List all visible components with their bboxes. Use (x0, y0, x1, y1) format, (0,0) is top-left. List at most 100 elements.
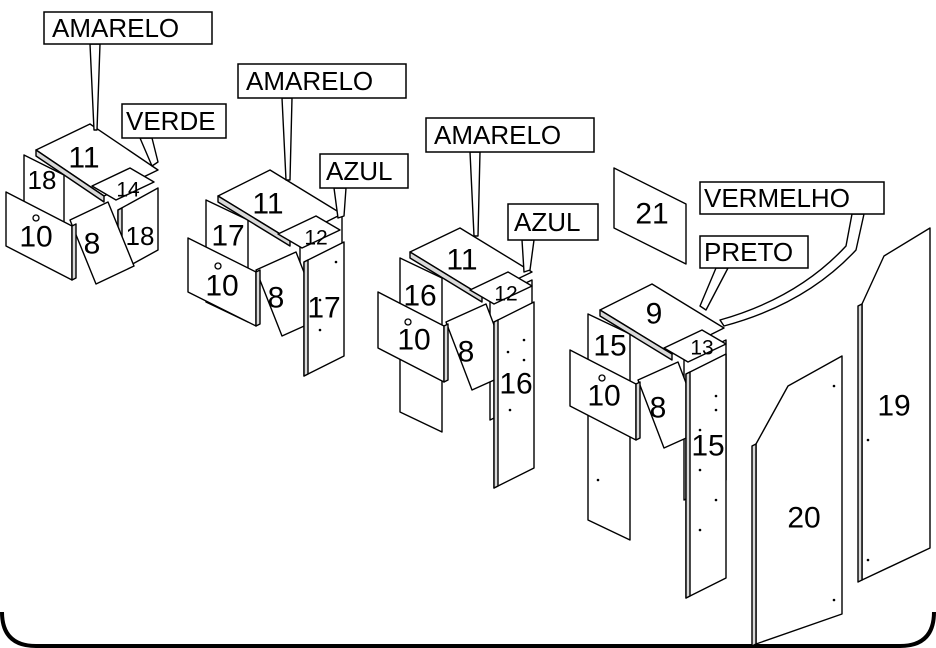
part-number-11: 11 (68, 142, 99, 175)
side-edge (685, 371, 691, 599)
door-knob-hole (598, 374, 606, 382)
part-number-16a: 16 (403, 280, 436, 313)
part-number-18a: 18 (28, 165, 57, 195)
screw-hole (714, 394, 718, 398)
part-number-8: 8 (268, 282, 285, 315)
part-number-10: 10 (205, 270, 238, 303)
part-number-8: 8 (84, 228, 101, 261)
leader-amarelo-3 (469, 151, 481, 237)
label-vermelho: VERMELHO (699, 181, 885, 215)
screw-hole (866, 438, 870, 442)
shelf-panel-12 (469, 271, 533, 305)
part-number-10: 10 (587, 380, 620, 413)
label-azul-2: AZUL (319, 153, 409, 189)
part-number-21: 21 (635, 198, 668, 231)
top-edge (35, 149, 105, 203)
part-number-15a: 15 (593, 330, 626, 363)
screw-hole (698, 528, 702, 532)
svg-text:AZUL: AZUL (514, 207, 580, 237)
panel-20-edge (751, 443, 757, 647)
side-edge (303, 259, 309, 377)
screw-hole (596, 478, 600, 482)
screw-hole (508, 408, 512, 412)
label-amarelo-1: AMARELO (43, 11, 213, 45)
part-number-20: 20 (787, 502, 820, 535)
door-knob-hole (214, 262, 222, 270)
part-number-14: 14 (116, 179, 140, 202)
label-verde: VERDE (121, 103, 227, 139)
screw-hole (318, 328, 322, 332)
svg-text:VERDE: VERDE (126, 106, 216, 136)
part-number-17b: 17 (307, 292, 340, 325)
panel-19: 19 (857, 227, 931, 583)
shelf-panel-14 (91, 167, 155, 201)
svg-text:AMARELO: AMARELO (52, 13, 179, 43)
screw-hole (714, 408, 718, 412)
screw-hole (832, 598, 836, 602)
side-panel-15-right (685, 353, 727, 599)
part-number-11: 11 (252, 188, 283, 221)
top-edge (217, 195, 291, 247)
leader-amarelo-1 (89, 43, 101, 131)
part-number-19: 19 (877, 390, 910, 423)
panel-21: 21 (613, 167, 687, 265)
side-panel-20 (755, 355, 843, 645)
bottom-panel-8 (69, 201, 135, 285)
leader-amarelo-2 (281, 97, 293, 181)
door-knob-hole (404, 318, 412, 326)
screw-hole (318, 298, 322, 302)
diagram-frame (0, 611, 936, 648)
screw-hole (334, 260, 338, 264)
top-edge (599, 309, 673, 361)
screw-hole (506, 350, 510, 354)
leader-vermelho (719, 213, 865, 327)
part-number-16b: 16 (499, 368, 532, 401)
svg-text:AMARELO: AMARELO (434, 120, 561, 150)
door-edge (443, 323, 449, 383)
leader-preto (699, 267, 729, 311)
shelf-panel-12 (277, 215, 341, 249)
leader-azul-3 (521, 239, 535, 273)
door-edge (71, 223, 77, 281)
part-number-11: 11 (446, 244, 477, 277)
module-1: 11 14 18 18 10 8 (5, 123, 159, 285)
part-number-13: 13 (690, 337, 713, 360)
screw-hole (866, 558, 870, 562)
part-number-12: 12 (304, 227, 327, 250)
screw-hole (714, 498, 718, 502)
back-panel-21 (613, 167, 687, 265)
panel-20: 20 (751, 355, 843, 647)
part-number-10: 10 (19, 221, 52, 254)
part-number-10: 10 (397, 324, 430, 357)
svg-text:VERMELHO: VERMELHO (704, 183, 850, 213)
part-number-17a: 17 (211, 220, 244, 253)
door-edge (635, 381, 641, 441)
svg-text:PRETO: PRETO (704, 237, 793, 267)
panel-19-edge (857, 303, 863, 583)
screw-hole (522, 358, 526, 362)
shelf-panel-13 (663, 329, 727, 363)
svg-text:AZUL: AZUL (326, 156, 392, 186)
screw-hole (698, 428, 702, 432)
part-number-12: 12 (494, 283, 517, 306)
part-number-9: 9 (646, 298, 663, 331)
part-number-8: 8 (650, 392, 667, 425)
label-azul-3: AZUL (507, 203, 599, 241)
door-edge (255, 269, 261, 327)
label-amarelo-2: AMARELO (237, 63, 407, 99)
screw-hole (698, 468, 702, 472)
door-knob-hole (32, 214, 40, 222)
module-2: 11 12 17 17 10 8 (187, 169, 345, 377)
screw-hole (832, 384, 836, 388)
svg-text:AMARELO: AMARELO (246, 66, 373, 96)
side-edge (493, 319, 499, 489)
screw-hole (522, 338, 526, 342)
top-edge (409, 251, 483, 303)
label-amarelo-3: AMARELO (425, 117, 595, 153)
part-number-8: 8 (458, 336, 475, 369)
module-3: 11 12 16 16 10 8 (377, 227, 535, 489)
part-number-15b: 15 (691, 430, 724, 463)
part-number-18b: 18 (126, 221, 155, 251)
module-4: 9 13 15 15 10 8 (569, 283, 727, 599)
